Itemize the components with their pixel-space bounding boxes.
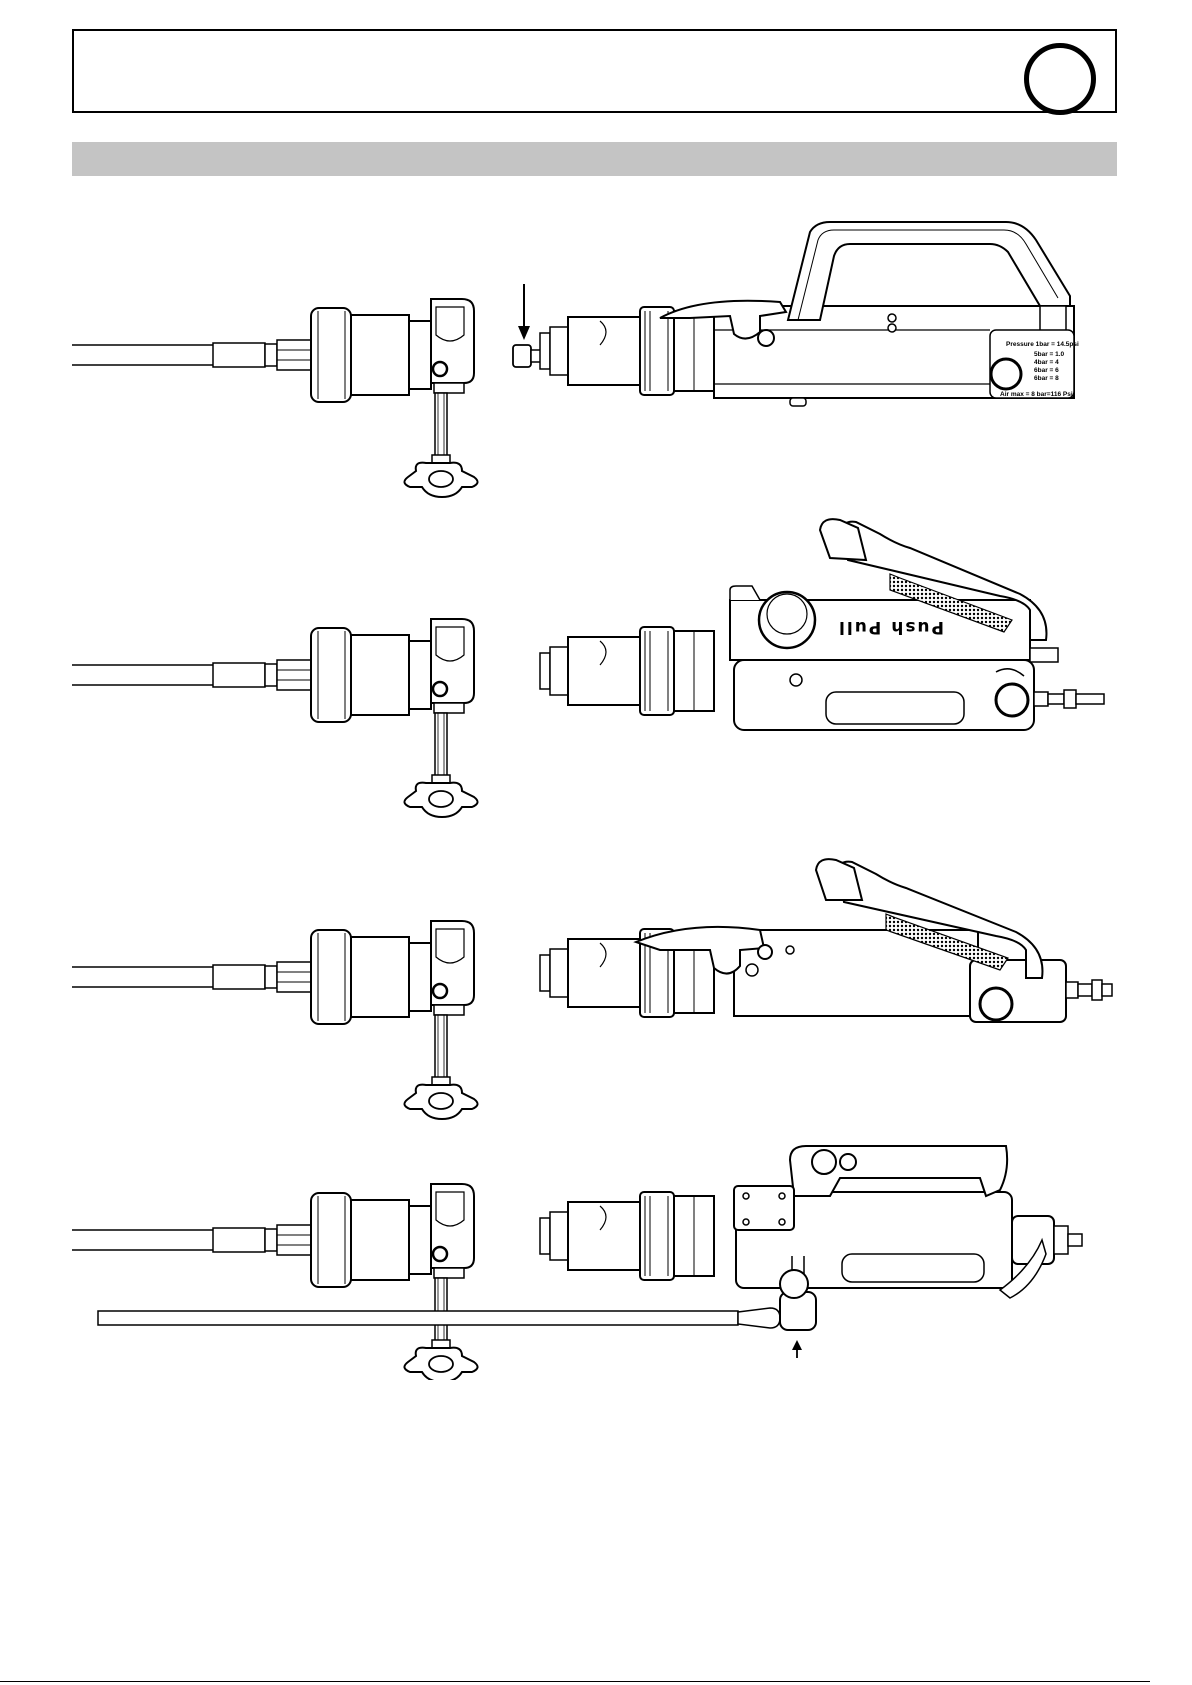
riveting-tool-2 bbox=[540, 627, 714, 715]
rivet-head-assembly-4 bbox=[72, 1184, 478, 1380]
pressure-line-2: 5bar = 1.0 bbox=[1034, 351, 1065, 358]
figure-4 bbox=[0, 1130, 1192, 1380]
section-title bbox=[72, 142, 1117, 156]
pressure-line-5: 6bar = 8 bbox=[1034, 375, 1059, 382]
figure-2-drawing: Push Pull bbox=[0, 510, 1192, 820]
rivet-head-assembly-2 bbox=[72, 619, 478, 817]
page-footer-rule bbox=[0, 1681, 1150, 1682]
figure-4-drawing bbox=[0, 1130, 1192, 1380]
pressure-line-4: 6bar = 6 bbox=[1034, 367, 1059, 374]
language-badge-icon bbox=[1024, 43, 1096, 115]
pressure-label: Pressure 1bar = 14.5psi bbox=[1006, 341, 1079, 348]
pressure-line-3: 4bar = 4 bbox=[1034, 359, 1059, 366]
figure-3-drawing bbox=[0, 830, 1192, 1120]
rivet-head-assembly-1 bbox=[72, 299, 478, 497]
rivet-head-assembly-3 bbox=[72, 921, 478, 1119]
figure-1: Pressure 1bar = 14.5psi 5bar = 1.0 4bar … bbox=[0, 200, 1192, 510]
figure-2: Push Pull bbox=[0, 510, 1192, 820]
air-max-label: Air max = 8 bar=116 Psi bbox=[1000, 391, 1073, 398]
header-frame bbox=[72, 29, 1117, 113]
section-title-bar bbox=[72, 142, 1117, 176]
mandrel-rod bbox=[98, 1311, 738, 1325]
figure-3 bbox=[0, 830, 1192, 1120]
riveting-tool-4 bbox=[540, 1192, 714, 1280]
push-pull-brand-text: Push Pull bbox=[837, 617, 944, 637]
riveting-tool-1 bbox=[540, 307, 714, 395]
figure-1-drawing: Pressure 1bar = 14.5psi 5bar = 1.0 4bar … bbox=[0, 200, 1192, 510]
adapter-fitting bbox=[513, 345, 531, 367]
